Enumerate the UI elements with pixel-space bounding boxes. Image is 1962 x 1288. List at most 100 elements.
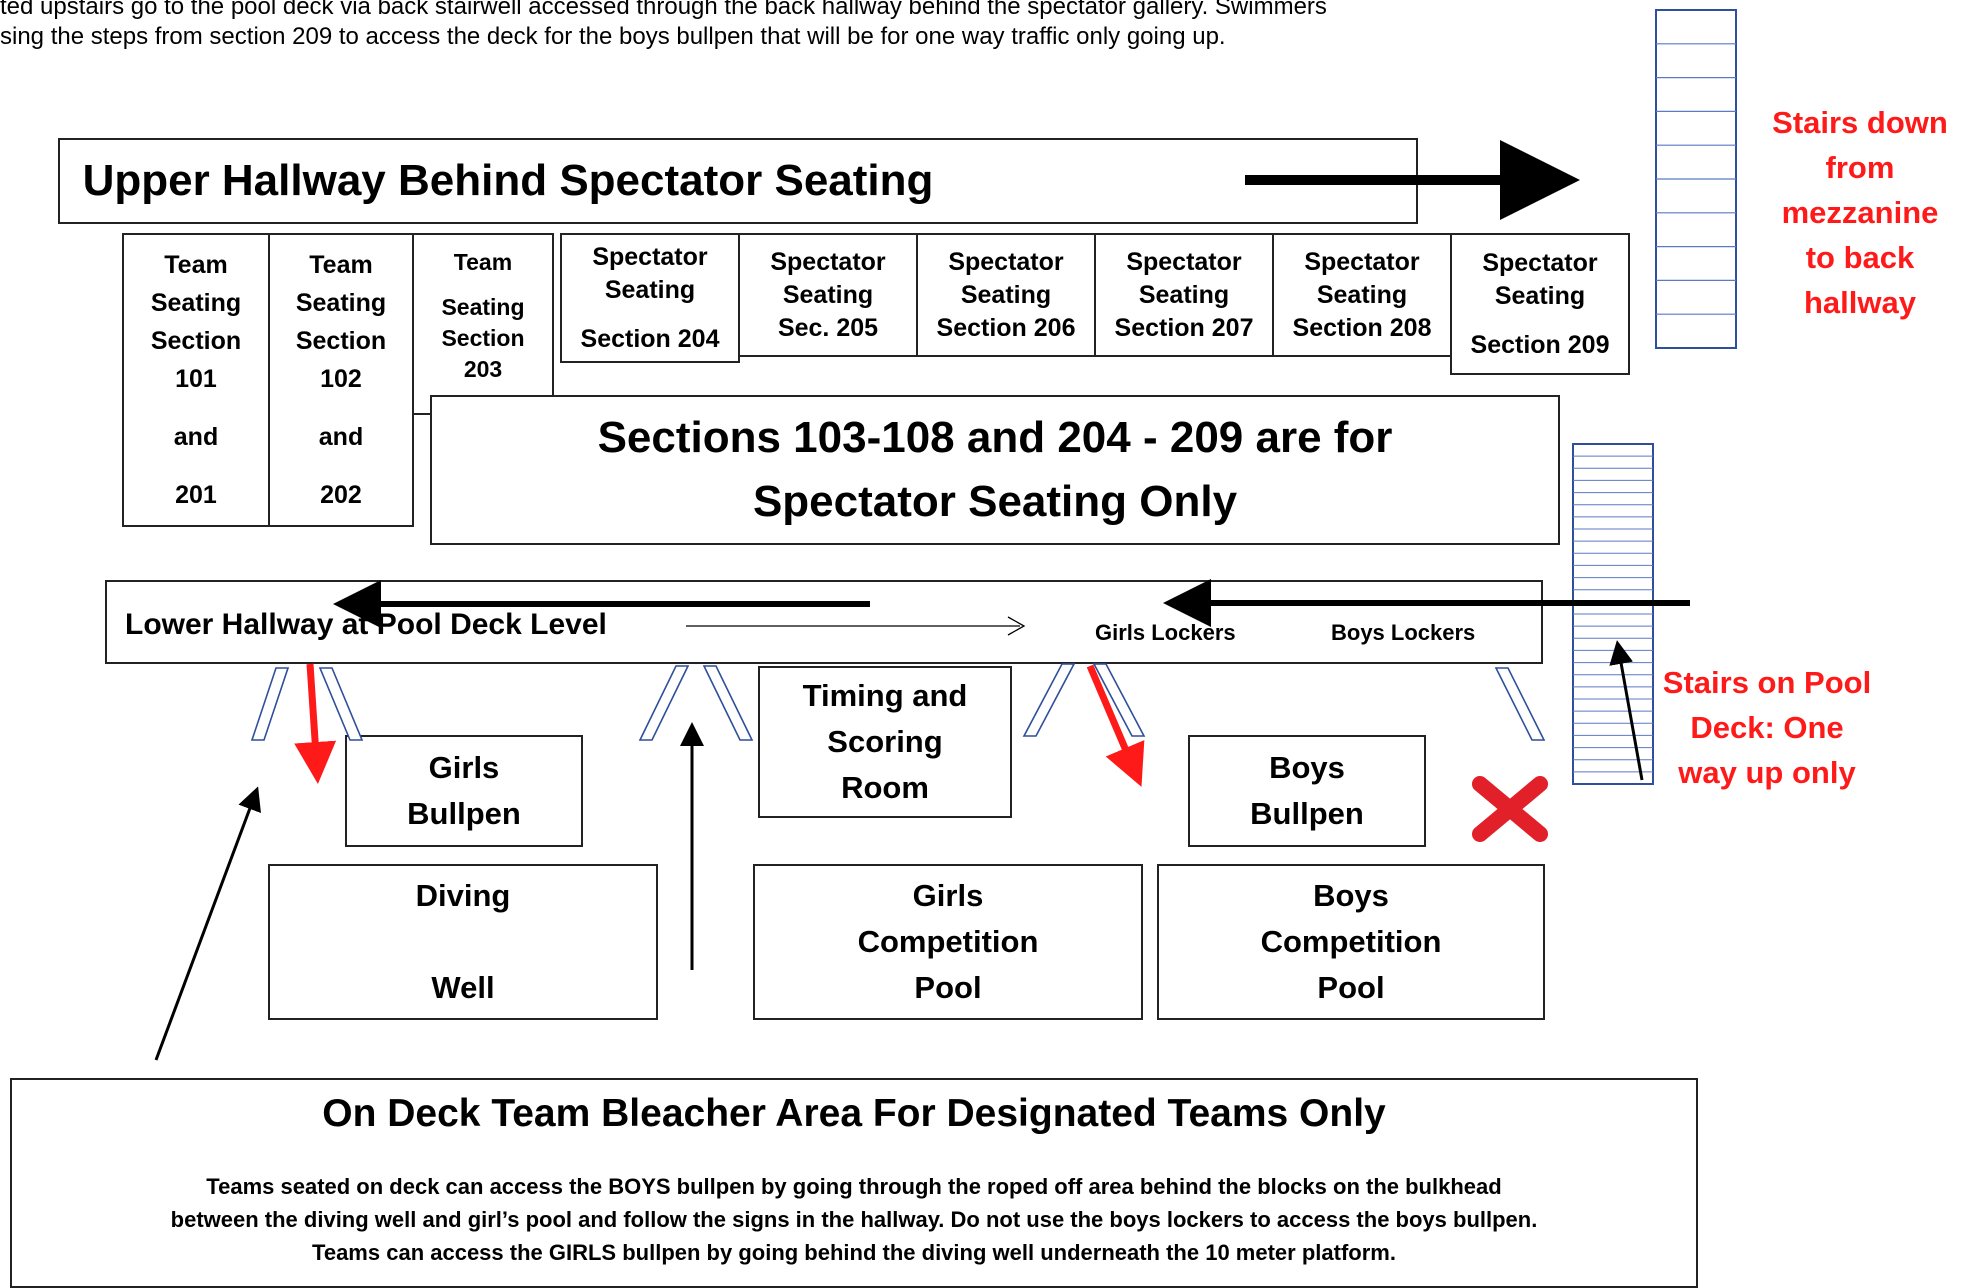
team-101-l5: and bbox=[173, 423, 219, 451]
bleacher-text-1: Teams seated on deck can access the BOYS… bbox=[206, 1174, 1502, 1199]
boys-bullpen: Boys Bullpen bbox=[1188, 735, 1426, 847]
stairs-pool-l1: Stairs on Pool bbox=[1662, 665, 1872, 700]
stairs-pool-l2: Deck: One bbox=[1690, 710, 1844, 745]
upper-hallway-box: Upper Hallway Behind Spectator Seating bbox=[58, 138, 1418, 224]
stairs-mezzanine-label: Stairs down from mezzanine to back hallw… bbox=[1760, 100, 1960, 325]
spectator-section-205: Spectator Seating Sec. 205 bbox=[738, 233, 918, 357]
boys-bullpen-l2: Bullpen bbox=[1250, 796, 1364, 831]
girls-bullpen-l2: Bullpen bbox=[407, 796, 521, 831]
spec-205-l3: Sec. 205 bbox=[777, 313, 879, 342]
spec-205-l1: Spectator bbox=[770, 247, 886, 276]
boys-competition-pool: Boys Competition Pool bbox=[1157, 864, 1545, 1020]
diving-l3: Well bbox=[431, 970, 495, 1005]
team-102-l3: Section bbox=[295, 327, 387, 355]
boys-pool-l1: Boys bbox=[1313, 878, 1389, 913]
spec-209-l2: Seating bbox=[1494, 281, 1586, 310]
spec-209-l1: Spectator bbox=[1482, 248, 1598, 277]
girls-pool-l2: Competition bbox=[857, 924, 1039, 959]
spec-205-l2: Seating bbox=[782, 280, 874, 309]
stairs-mez-l5: hallway bbox=[1804, 285, 1916, 320]
door-boys-icon bbox=[1494, 667, 1546, 741]
spectator-section-207: Spectator Seating Section 207 bbox=[1094, 233, 1274, 357]
boys-bullpen-entry-arrow bbox=[1086, 664, 1145, 787]
team-203-l2: Seating bbox=[441, 294, 525, 320]
door-lockers-1-icon bbox=[1022, 663, 1076, 737]
team-203-l1: Team bbox=[453, 249, 513, 275]
timing-scoring-room: Timing and Scoring Room bbox=[758, 666, 1012, 818]
spec-204-l3: Section 204 bbox=[580, 324, 720, 353]
timing-l2: Scoring bbox=[827, 724, 943, 759]
door-mid-2-icon bbox=[702, 665, 754, 741]
bleacher-text-3: Teams can access the GIRLS bullpen by go… bbox=[312, 1240, 1396, 1265]
no-entry-x-icon bbox=[1472, 776, 1548, 842]
spec-206-l2: Seating bbox=[960, 280, 1052, 309]
boys-pool-l2: Competition bbox=[1260, 924, 1442, 959]
stairs-mez-l2: from bbox=[1825, 150, 1895, 185]
timing-l1: Timing and bbox=[802, 678, 968, 713]
intro-line-2: sing the steps from section 209 to acces… bbox=[0, 23, 1226, 50]
door-icons bbox=[250, 663, 1546, 741]
bleacher-to-girls-arrow bbox=[154, 786, 261, 1061]
team-section-203: Team Seating Section 203 bbox=[412, 233, 554, 415]
spec-208-l3: Section 208 bbox=[1292, 313, 1432, 342]
team-101-l1: Team bbox=[164, 251, 228, 279]
boys-bullpen-l1: Boys bbox=[1269, 750, 1345, 785]
bleacher-area-box: On Deck Team Bleacher Area For Designate… bbox=[10, 1078, 1698, 1288]
door-left-2-icon bbox=[318, 667, 364, 741]
spectator-section-204: Spectator Seating Section 204 bbox=[560, 233, 740, 363]
team-101-l2: Seating bbox=[150, 289, 242, 317]
team-102-l5: and bbox=[318, 423, 364, 451]
diving-l1: Diving bbox=[415, 878, 511, 913]
girls-pool-l3: Pool bbox=[914, 970, 982, 1005]
spectator-only-line-1: Sections 103-108 and 204 - 209 are for bbox=[597, 413, 1393, 462]
team-101-l3: Section bbox=[150, 327, 242, 355]
team-102-l1: Team bbox=[309, 251, 373, 279]
spec-204-l2: Seating bbox=[604, 275, 696, 304]
door-left-1-icon bbox=[250, 667, 290, 741]
team-102-l2: Seating bbox=[295, 289, 387, 317]
stairs-pool-deck-label: Stairs on Pool Deck: One way up only bbox=[1652, 660, 1882, 795]
stairs-mez-l3: mezzanine bbox=[1781, 195, 1939, 230]
team-101-l6: 201 bbox=[175, 481, 217, 509]
spec-206-l3: Section 206 bbox=[936, 313, 1076, 342]
bleacher-title: On Deck Team Bleacher Area For Designate… bbox=[322, 1092, 1386, 1135]
girls-bullpen-l1: Girls bbox=[428, 750, 500, 785]
stairs-pool-l3: way up only bbox=[1678, 755, 1856, 790]
boys-pool-l3: Pool bbox=[1317, 970, 1385, 1005]
bleacher-text-2: between the diving well and girl’s pool … bbox=[170, 1207, 1538, 1232]
spec-208-l1: Spectator bbox=[1304, 247, 1420, 276]
spec-206-l1: Spectator bbox=[948, 247, 1064, 276]
bleacher-text: Teams seated on deck can access the BOYS… bbox=[12, 1170, 1696, 1269]
timing-l3: Room bbox=[841, 770, 929, 805]
stairs-up-arrow bbox=[1609, 640, 1644, 781]
girls-pool-l1: Girls bbox=[912, 878, 984, 913]
spec-207-l3: Section 207 bbox=[1114, 313, 1254, 342]
stairs-mez-l4: to back bbox=[1805, 240, 1915, 275]
spec-207-l2: Seating bbox=[1138, 280, 1230, 309]
spectator-section-208: Spectator Seating Section 208 bbox=[1272, 233, 1452, 357]
stairs-mez-l1: Stairs down bbox=[1772, 105, 1948, 140]
mezzanine-stairs-icon bbox=[1655, 9, 1737, 349]
spectator-section-209: Spectator Seating Section 209 bbox=[1450, 233, 1630, 375]
team-101-l4: 101 bbox=[175, 365, 217, 393]
intro-line-1: ted upstairs go to the pool deck via bac… bbox=[0, 0, 1327, 20]
pool-deck-stairs-icon bbox=[1572, 443, 1654, 785]
team-section-101-201: Team Seating Section 101 and 201 bbox=[122, 233, 270, 527]
spec-208-l2: Seating bbox=[1316, 280, 1408, 309]
team-102-l6: 202 bbox=[320, 481, 362, 509]
boys-lockers-label: Boys Lockers bbox=[1331, 620, 1476, 645]
spectator-only-line-2: Spectator Seating Only bbox=[752, 477, 1238, 526]
spec-207-l1: Spectator bbox=[1126, 247, 1242, 276]
door-lockers-2-icon bbox=[1092, 663, 1146, 737]
diving-well: Diving Well bbox=[268, 864, 658, 1020]
door-mid-1-icon bbox=[638, 665, 690, 741]
spec-204-l1: Spectator bbox=[592, 242, 708, 271]
girls-bullpen-entry-arrow bbox=[294, 663, 337, 784]
girls-competition-pool: Girls Competition Pool bbox=[753, 864, 1143, 1020]
intro-text: ted upstairs go to the pool deck via bac… bbox=[0, 0, 1650, 52]
upper-hallway-label: Upper Hallway Behind Spectator Seating bbox=[82, 156, 934, 205]
spec-209-l3: Section 209 bbox=[1470, 330, 1610, 359]
team-102-l4: 102 bbox=[320, 365, 362, 393]
girls-bullpen: Girls Bullpen bbox=[345, 735, 583, 847]
